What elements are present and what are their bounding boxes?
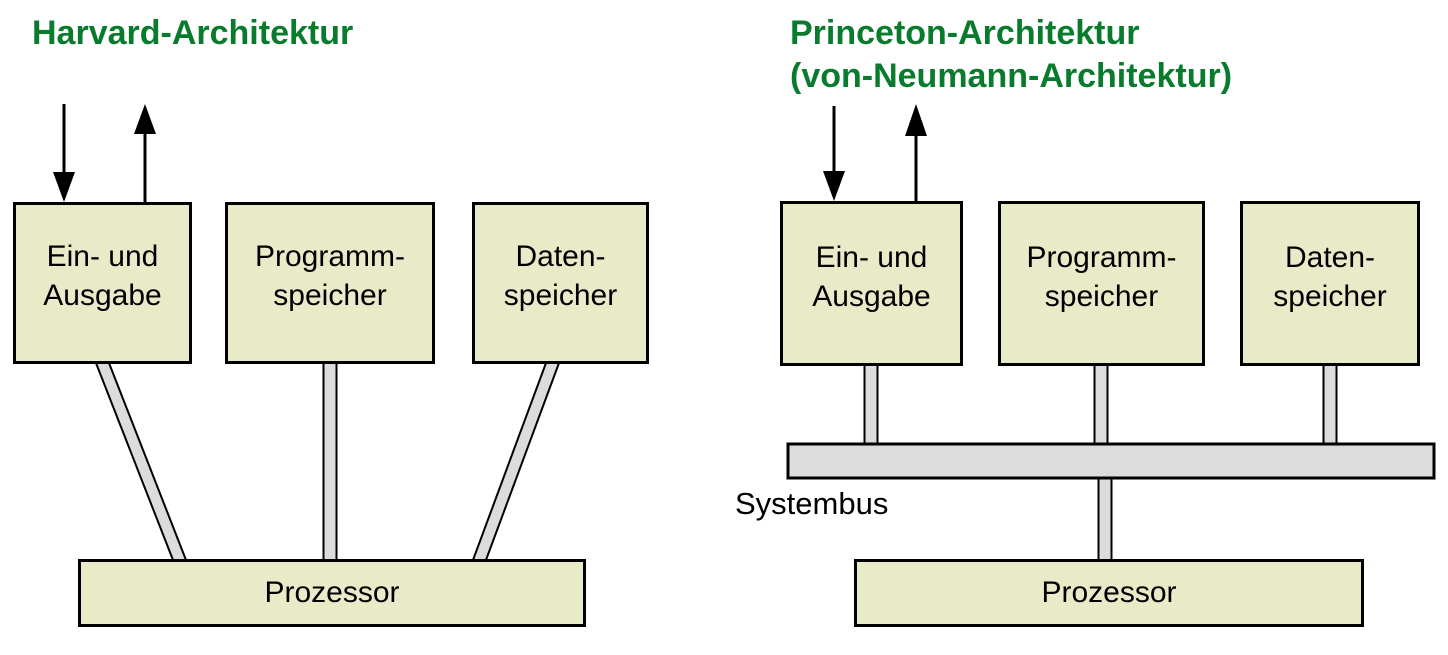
harvard-data-bus-connector bbox=[471, 362, 561, 561]
princeton-program-bus-connector bbox=[1093, 363, 1109, 447]
princeton-data-bus-connector bbox=[1322, 363, 1338, 447]
harvard-program-bus-connector bbox=[322, 362, 338, 562]
princeton-output-arrowhead-icon bbox=[905, 104, 927, 136]
princeton-program-memory-box: Programm- speicher bbox=[998, 201, 1205, 366]
harvard-program-memory-label-line2: speicher bbox=[273, 279, 387, 312]
harvard-processor-label: Prozessor bbox=[264, 576, 400, 609]
harvard-title: Harvard-Architektur bbox=[32, 12, 353, 55]
harvard-data-memory-label-line2: speicher bbox=[503, 279, 618, 312]
princeton-io-box-label-line1: Ein- und bbox=[815, 240, 928, 274]
princeton-data-memory-box: Daten- speicher bbox=[1240, 201, 1420, 366]
harvard-processor-box: Prozessor bbox=[78, 559, 586, 627]
harvard-data-memory-box: Daten- speicher bbox=[472, 202, 649, 364]
processor-bus-connector bbox=[1097, 475, 1113, 562]
princeton-program-memory-label-line1: Programm- bbox=[1026, 240, 1177, 274]
harvard-io-box: Ein- und Ausgabe bbox=[13, 202, 192, 364]
systembus-label: Systembus bbox=[735, 486, 889, 521]
princeton-processor-label: Prozessor bbox=[1041, 576, 1177, 609]
princeton-input-arrowhead-icon bbox=[823, 171, 845, 201]
harvard-program-memory-label-line1: Programm- bbox=[254, 240, 405, 273]
harvard-title-text: Harvard-Architektur bbox=[32, 14, 354, 52]
princeton-title-line2: (von-Neumann-Architektur) bbox=[790, 57, 1233, 95]
princeton-data-memory-label-line2: speicher bbox=[1273, 279, 1387, 313]
princeton-io-box-label-line2: Ausgabe bbox=[812, 279, 931, 313]
harvard-io-box-label-line1: Ein- und bbox=[46, 240, 159, 273]
princeton-program-memory-label-line2: speicher bbox=[1044, 279, 1159, 313]
harvard-output-arrowhead-icon bbox=[134, 104, 156, 134]
harvard-input-arrowhead-icon bbox=[53, 172, 75, 202]
harvard-io-bus-connector bbox=[94, 362, 188, 561]
harvard-program-memory-box: Programm- speicher bbox=[225, 202, 435, 364]
harvard-io-box-label-line2: Ausgabe bbox=[43, 279, 162, 312]
princeton-data-memory-label-line1: Daten- bbox=[1284, 240, 1376, 274]
princeton-io-box: Ein- und Ausgabe bbox=[780, 201, 963, 366]
princeton-title: Princeton-Architektur (von-Neumann-Archi… bbox=[790, 12, 1232, 98]
princeton-io-bus-connector bbox=[863, 363, 879, 447]
princeton-processor-box: Prozessor bbox=[854, 559, 1364, 627]
system-bus-bar bbox=[786, 442, 1436, 480]
harvard-data-memory-label-line1: Daten- bbox=[515, 240, 606, 273]
princeton-title-line1: Princeton-Architektur bbox=[790, 14, 1140, 52]
